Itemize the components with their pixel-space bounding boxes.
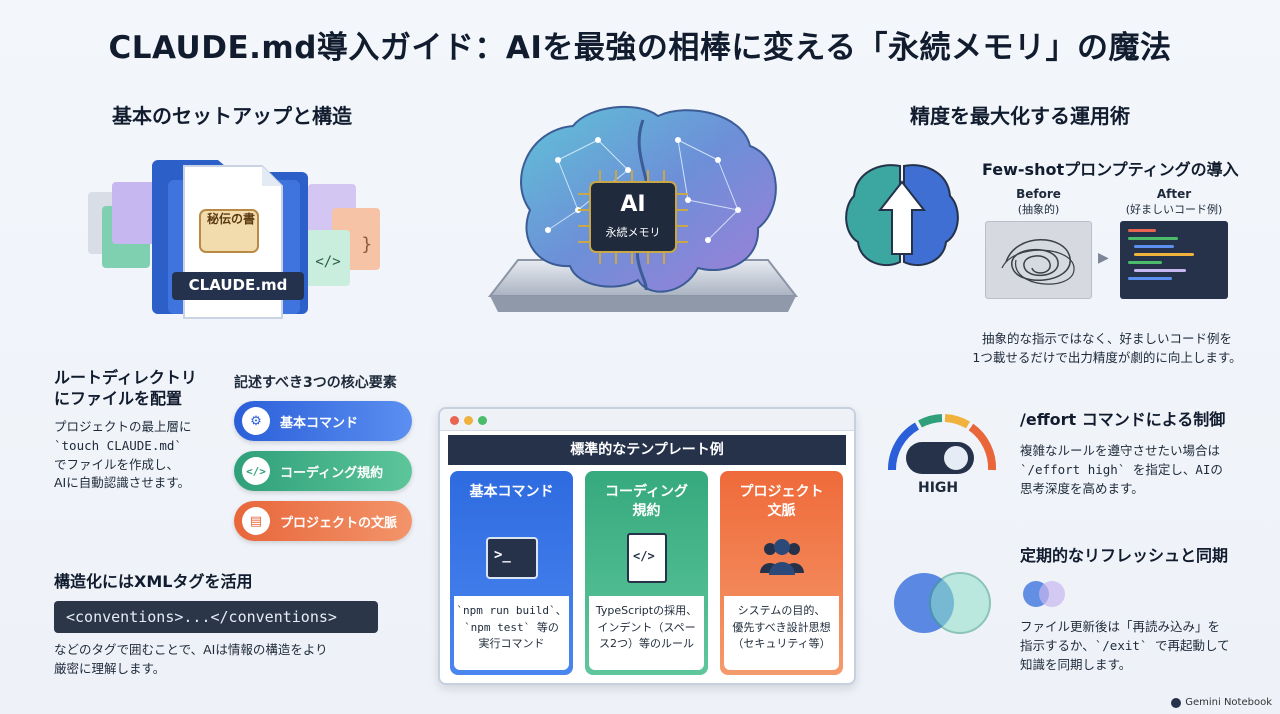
window-titlebar bbox=[440, 409, 854, 431]
brand-name: Gemini Notebook bbox=[1185, 697, 1272, 708]
folder-illustration: { } </> 秘伝の書 CLAUDE.md bbox=[80, 148, 400, 328]
before-scribble-image bbox=[985, 221, 1092, 299]
card-body-line: `npm test` 等の bbox=[464, 620, 559, 634]
card-body-line: 優先すべき設計思想 bbox=[732, 620, 831, 634]
card-title-line: 基本コマンド bbox=[469, 484, 554, 500]
page-title: CLAUDE.md導入ガイド：AIを最強の相棒に変える「永続メモリ」の魔法 bbox=[108, 30, 1172, 66]
pill-label: 基本コマンド bbox=[280, 415, 359, 431]
code-icon: </> bbox=[242, 457, 270, 485]
template-card-project-context: プロジェクト 文脈 システムの目的、 優先すべき設計思想 （セキュリティ等） bbox=[720, 471, 843, 675]
team-icon bbox=[760, 539, 804, 575]
card-body: `npm run build`、 `npm test` 等の 実行コマンド bbox=[454, 596, 569, 670]
card-title-line: プロジェクト bbox=[739, 484, 824, 500]
svg-text:</>: </> bbox=[315, 254, 340, 270]
fewshot-line: 抽象的な指示ではなく、好ましいコード例を bbox=[981, 331, 1232, 346]
xml-code-box: <conventions>...</conventions> bbox=[54, 601, 378, 633]
card-title: 基本コマンド bbox=[450, 483, 573, 502]
effort-line: 複雑なルールを遵守させたい場合は bbox=[1020, 443, 1221, 458]
card-body-line: システムの目的、 bbox=[737, 604, 826, 617]
before-label-sub: (抽象的) bbox=[1017, 202, 1060, 216]
xml-heading: 構造化にはXMLタグを活用 bbox=[54, 572, 253, 591]
pill-label: プロジェクトの文脈 bbox=[280, 515, 398, 531]
refresh-heading: 定期的なリフレッシュと同期 bbox=[1020, 546, 1229, 565]
effort-gauge-icon bbox=[887, 414, 997, 474]
gauge-label: HIGH bbox=[918, 480, 959, 496]
card-title: コーディング 規約 bbox=[585, 483, 708, 521]
document-icon: ▤ bbox=[242, 507, 270, 535]
effort-description: 複雑なルールを遵守させたい場合は `/effort high` を指定し、AIの… bbox=[1020, 442, 1223, 498]
refresh-description: ファイル更新後は「再読み込み」を 指示するか、`/exit` で再起動して 知識… bbox=[1020, 618, 1230, 674]
root-line: でファイルを作成し、 bbox=[54, 456, 180, 472]
window-close-dot bbox=[450, 416, 459, 425]
root-description: プロジェクトの最上層に `touch CLAUDE.md` でファイルを作成し、… bbox=[54, 418, 192, 493]
chip-sub-label: 永続メモリ bbox=[605, 226, 661, 239]
right-section-title: 精度を最大化する運用術 bbox=[910, 104, 1130, 128]
effort-line-code: `/effort high` を指定し、AIの bbox=[1020, 461, 1223, 477]
window-maximize-dot bbox=[478, 416, 487, 425]
small-sync-icon bbox=[1023, 581, 1065, 607]
template-header: 標準的なテンプレート例 bbox=[448, 435, 846, 465]
brain-up-arrow-icon bbox=[845, 164, 959, 267]
effort-heading: /effort コマンドによる制御 bbox=[1020, 410, 1226, 429]
card-body-line: インデント（スペー bbox=[597, 620, 696, 634]
root-heading-line2: にファイルを配置 bbox=[54, 388, 183, 408]
card-title-line: 規約 bbox=[632, 502, 661, 519]
pill-coding-rules: </> コーディング規約 bbox=[234, 451, 412, 491]
template-card-basic-commands: 基本コマンド >_ `npm run build`、 `npm test` 等の… bbox=[450, 471, 573, 675]
card-title-line: 文脈 bbox=[767, 502, 796, 519]
card-body-line: ス2つ）等のルール bbox=[599, 637, 694, 650]
scribble-icon bbox=[1001, 239, 1075, 285]
before-label-main: Before bbox=[1016, 187, 1061, 201]
arrow-right-icon: ▶ bbox=[1098, 250, 1109, 266]
fewshot-line: 1つ載せるだけで出力精度が劇的に向上します。 bbox=[972, 349, 1242, 365]
fewshot-description: 抽象的な指示ではなく、好ましいコード例を 1つ載せるだけで出力精度が劇的に向上し… bbox=[962, 330, 1252, 368]
card-title-line: コーディング bbox=[604, 484, 689, 500]
after-label: After (好ましいコード例) bbox=[1112, 187, 1236, 217]
pill-label: コーディング規約 bbox=[280, 465, 384, 481]
sync-circles-icon bbox=[894, 572, 991, 634]
brand-logo-icon bbox=[1171, 697, 1182, 708]
left-section-title: 基本のセットアップと構造 bbox=[112, 104, 352, 128]
card-body-line: TypeScriptの採用、 bbox=[595, 604, 698, 617]
card-body-line: `npm run build`、 bbox=[456, 604, 567, 617]
brand-footer: Gemini Notebook bbox=[1171, 697, 1272, 708]
code-file-icon: </> bbox=[627, 533, 667, 583]
after-label-main: After bbox=[1156, 187, 1192, 201]
root-heading-line1: ルートディレクトリ bbox=[54, 368, 197, 387]
effort-line: 思考深度を高めます。 bbox=[1020, 480, 1144, 496]
window-minimize-dot bbox=[464, 416, 473, 425]
refresh-line-code: 指示するか、`/exit` で再起動して bbox=[1020, 637, 1230, 653]
brain-icon bbox=[487, 105, 799, 312]
xml-line: 厳密に理解します。 bbox=[54, 660, 166, 676]
brain-chip-illustration: AI 永続メモリ bbox=[478, 100, 808, 400]
refresh-line: ファイル更新後は「再読み込み」を bbox=[1020, 619, 1221, 634]
file-badge: 秘伝の書 bbox=[206, 212, 255, 226]
refresh-line: 知識を同期します。 bbox=[1020, 656, 1132, 672]
card-body: TypeScriptの採用、 インデント（スペー ス2つ）等のルール bbox=[589, 596, 704, 670]
chip-main-label: AI bbox=[620, 192, 646, 217]
folder-icon: { } </> bbox=[88, 160, 380, 319]
root-line-code: `touch CLAUDE.md` bbox=[54, 437, 182, 453]
root-line: プロジェクトの最上層に bbox=[54, 419, 192, 434]
card-body-line: （セキュリティ等） bbox=[732, 637, 831, 650]
core-heading: 記述すべき3つの核心要素 bbox=[234, 375, 397, 391]
root-heading: ルートディレクトリ にファイルを配置 bbox=[54, 368, 197, 410]
template-card-coding-rules: コーディング 規約 </> TypeScriptの採用、 インデント（スペー ス… bbox=[585, 471, 708, 675]
card-body-line: 実行コマンド bbox=[478, 637, 545, 650]
card-title: プロジェクト 文脈 bbox=[720, 483, 843, 521]
root-line: AIに自動認識させます。 bbox=[54, 475, 190, 491]
xml-description: などのタグで囲むことで、AIは情報の構造をより 厳密に理解します。 bbox=[54, 641, 328, 679]
template-window: 標準的なテンプレート例 基本コマンド >_ `npm run build`、 `… bbox=[438, 407, 856, 685]
card-body: システムの目的、 優先すべき設計思想 （セキュリティ等） bbox=[724, 596, 839, 670]
xml-line: などのタグで囲むことで、AIは情報の構造をより bbox=[54, 642, 328, 657]
after-label-sub: (好ましいコード例) bbox=[1125, 202, 1223, 216]
before-label: Before (抽象的) bbox=[985, 187, 1092, 217]
fewshot-heading: Few-shotプロンプティングの導入 bbox=[982, 160, 1239, 179]
terminal-icon: >_ bbox=[486, 537, 538, 579]
after-code-image bbox=[1120, 221, 1228, 299]
pill-basic-commands: ⚙ 基本コマンド bbox=[234, 401, 412, 441]
file-name: CLAUDE.md bbox=[188, 276, 288, 294]
gear-icon: ⚙ bbox=[242, 407, 270, 435]
pill-project-context: ▤ プロジェクトの文脈 bbox=[234, 501, 412, 541]
